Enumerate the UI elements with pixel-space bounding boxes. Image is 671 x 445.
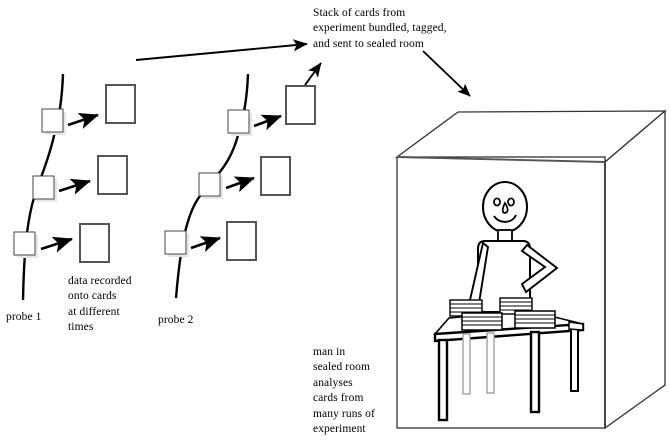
table-group [433,297,585,422]
man-neck [497,229,513,242]
table-leg-front-left [437,338,449,422]
table-right-rail [568,321,584,331]
probe-2-detector-1 [227,109,252,136]
probe-2-record-arrow-3 [190,236,221,252]
probe-2-card-2 [260,156,291,196]
probe2-to-stack-arrow [304,62,322,86]
probe1-to-stack-arrow [135,39,308,61]
man-left-eye [493,197,501,207]
data-recorded-note: data recorded onto cards at different ti… [68,275,132,334]
probe-1-detector-2 [32,175,57,202]
probe-2-detector-3 [164,230,189,257]
probe-2-card-1 [285,85,316,125]
probe-1-card-3 [79,223,110,263]
man-in-sealed-room-note: man in sealed room analyses cards from m… [313,346,375,436]
man-nose [501,201,509,214]
probe-1-group [13,73,136,301]
table-leg-back-right [486,332,495,394]
probe-1-detector-3 [13,231,38,258]
card-stack-4 [514,310,556,329]
man-figure [468,181,559,313]
probe-2-card-3 [226,221,257,261]
card-stack-3 [461,312,503,331]
probe-2-detector-2 [198,172,223,199]
probe-1-detector-1 [41,108,66,135]
probe-1-label: probe 1 [6,311,42,323]
table-leg-right-rear [570,328,579,392]
man-right-arm [520,243,559,294]
card-stack-2 [499,297,533,315]
man-right-eye [507,197,515,207]
probe-1-card-2 [97,155,128,195]
stack-to-room-arrow [422,50,471,97]
probe-2-label: probe 2 [158,314,194,326]
probe-2-record-arrow-1 [253,114,282,131]
stack-of-cards-note: Stack of cards from experiment bundled, … [313,7,447,50]
card-stack-1 [449,299,483,317]
probe-1-card-1 [105,84,136,124]
probe-2-group [164,73,316,299]
table-leg-front-right [529,330,541,414]
room-right-face [604,109,666,430]
table-leg-back-left [462,333,471,395]
probe-1-record-arrow-1 [67,113,99,129]
probe-2-record-arrow-2 [225,176,255,193]
probe-1-record-arrow-2 [58,178,91,195]
probe-1-record-arrow-3 [40,236,73,253]
sealed-room-box [395,109,667,430]
man-smile [493,214,517,223]
